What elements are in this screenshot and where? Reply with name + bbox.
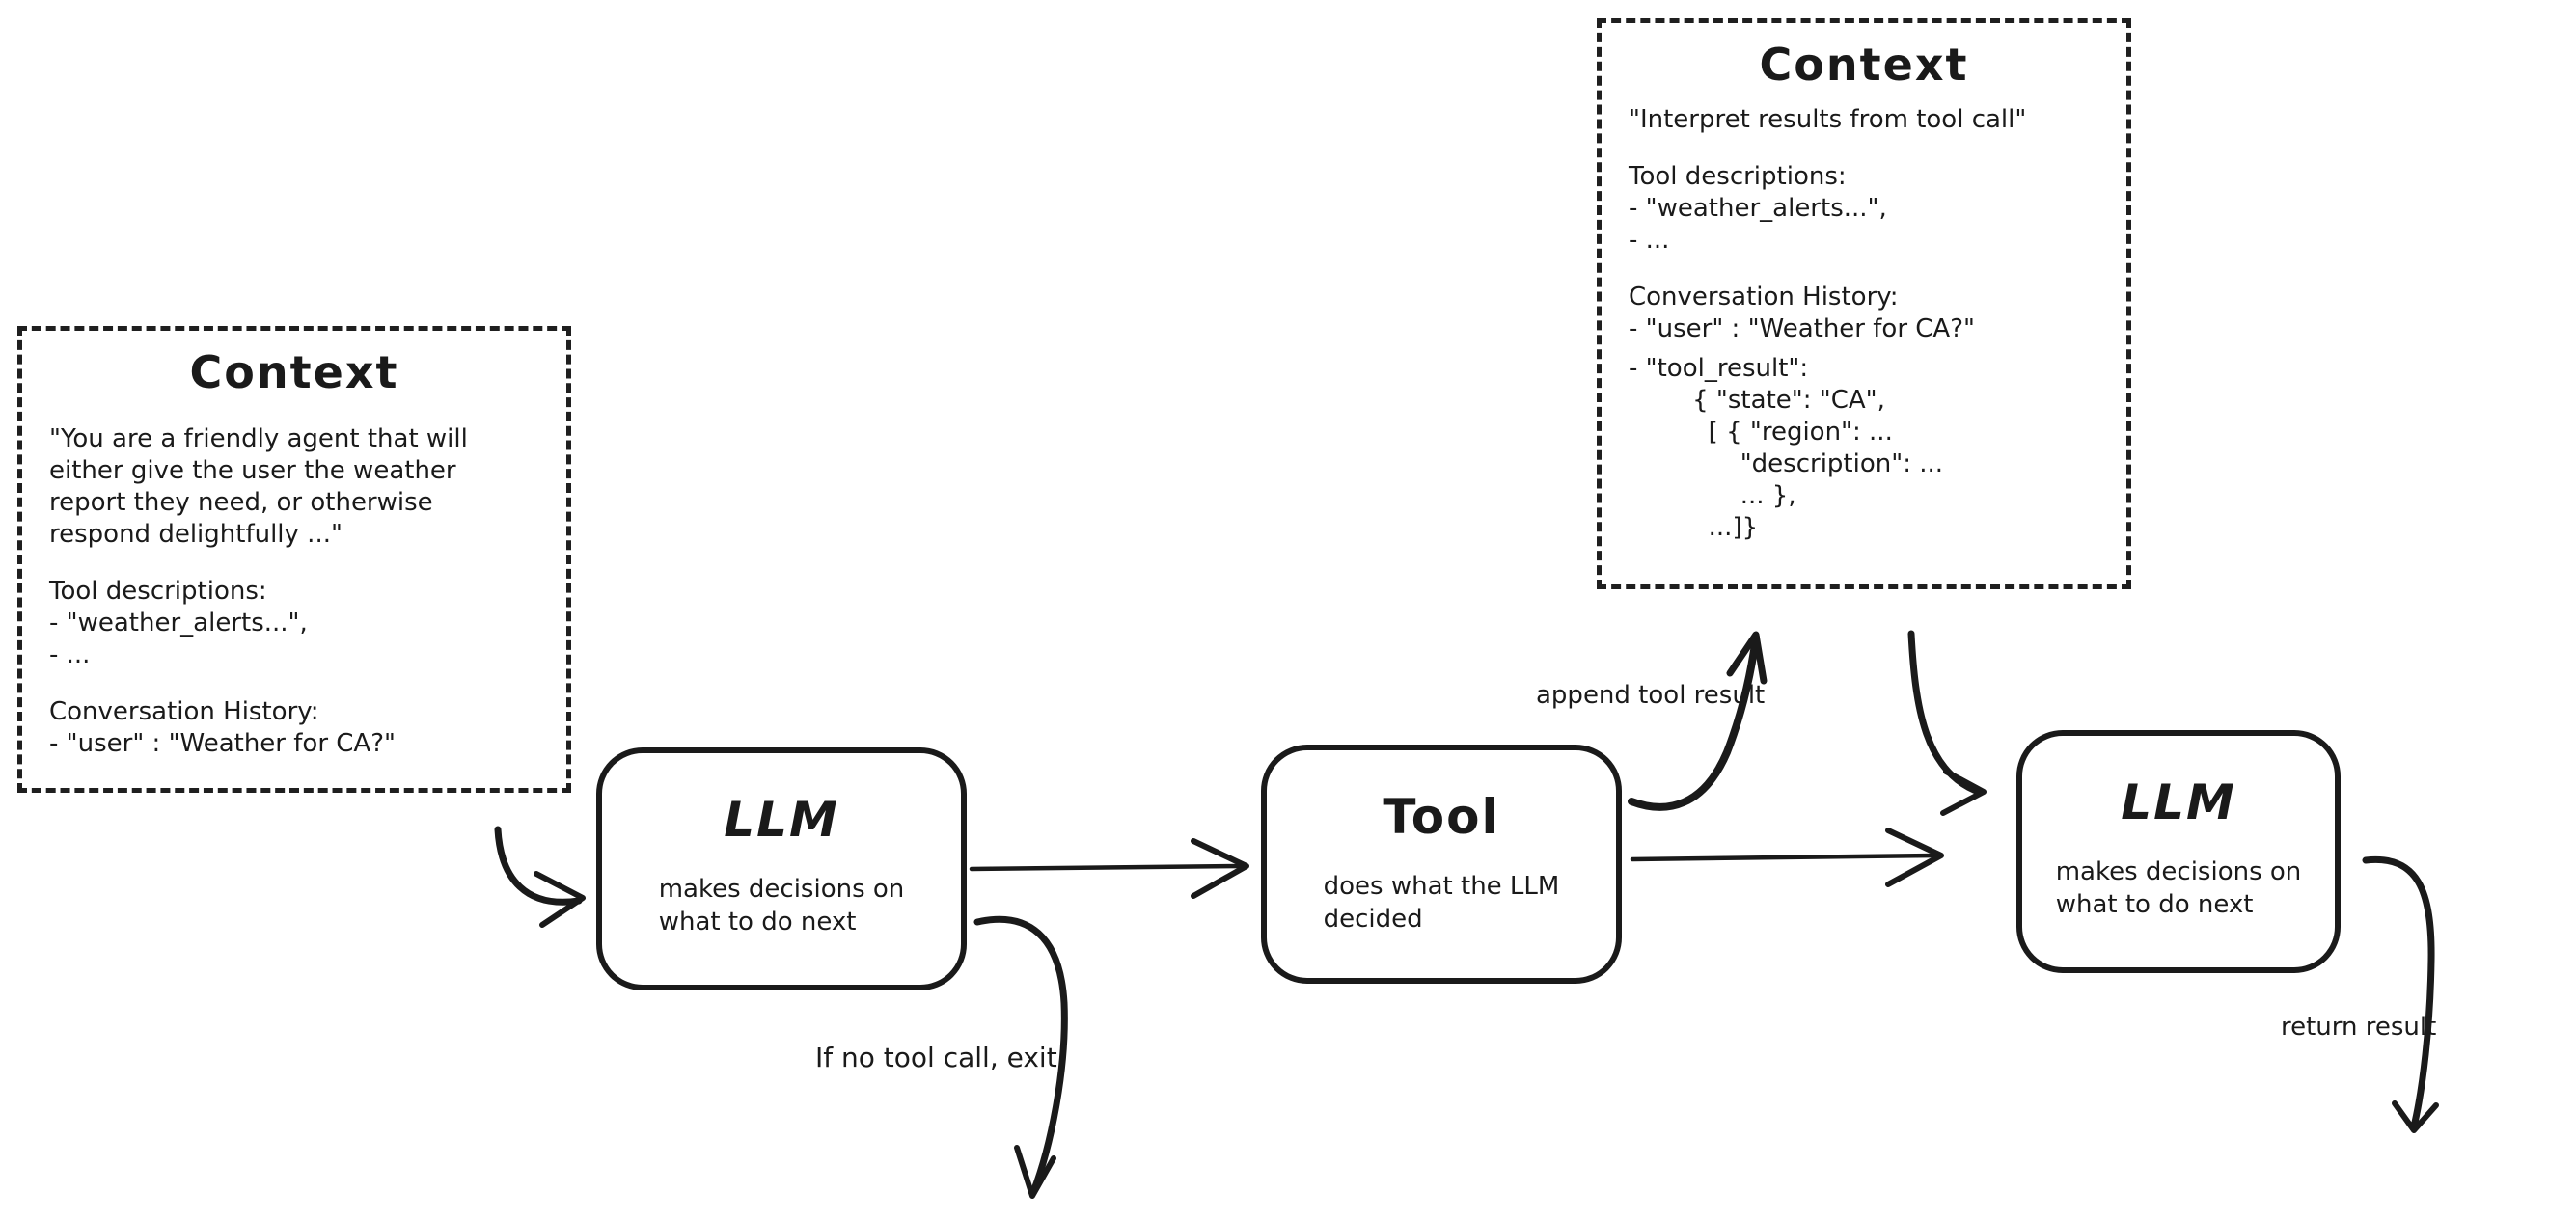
arrowhead-llm1-to-tool [1191,838,1249,899]
arrowhead-tool-to-context-right [1726,631,1768,685]
context-right-history-item: { "state": "CA", [1629,386,1885,415]
context-right-history-item: "description": ... [1629,449,1944,478]
arrow-llm1-exit [973,915,1068,1196]
tool-node-subtitle: does what the LLM decided [1323,872,1560,934]
arrowhead-context-right-to-llm2 [1940,769,1987,816]
context-right-instruction: "Interpret results from tool call" [1629,105,2027,134]
context-left-history-heading: Conversation History: [49,697,319,726]
arrow-tool-to-context-right [1628,634,1760,811]
llm-node-1: LLM makes decisions on what to do next [596,747,967,990]
context-left-tool-desc-item: - ... [49,640,91,669]
llm-node-1-title: LLM [724,792,839,848]
arrow-llm1-to-tool [969,863,1244,872]
context-right-box: Context "Interpret results from tool cal… [1597,18,2131,589]
context-left-title: Context [189,346,399,398]
if-no-tool-call-exit-label: If no tool call, exit [815,1042,1057,1073]
llm-node-1-subtitle: makes decisions on what to do next [658,875,905,936]
arrow-tool-to-llm2 [1630,853,1938,862]
context-right-history-item: ... }, [1629,481,1796,510]
context-right-history-item: ...]} [1629,513,1759,542]
context-left-box: Context "You are a friendly agent that w… [17,326,571,793]
context-right-tool-desc-item: - "weather_alerts...", [1629,194,1887,223]
arrow-context-left-to-llm1 [494,826,583,906]
arrow-llm2-return [2362,855,2435,1130]
tool-node-title: Tool [1383,789,1500,845]
arrowhead-tool-to-llm2 [1885,828,1944,887]
context-left-tool-desc-item: - "weather_alerts...", [49,609,308,638]
context-right-tool-desc-item: - ... [1629,226,1670,255]
tool-node: Tool does what the LLM decided [1261,745,1622,984]
arrowhead-llm2-return [2392,1100,2439,1133]
append-tool-result-label: append tool result [1536,681,1766,710]
context-left-system-prompt: "You are a friendly agent that will eith… [49,424,477,549]
arrowhead-llm1-exit [1014,1145,1056,1199]
llm-node-2-subtitle: makes decisions on what to do next [2055,857,2302,919]
llm-node-2: LLM makes decisions on what to do next [2016,730,2341,973]
context-right-history-item: [ { "region": ... [1629,418,1893,447]
context-right-tool-desc-heading: Tool descriptions: [1629,162,1847,191]
context-right-title: Context [1759,39,1969,91]
arrowhead-context-left-to-llm1 [534,871,586,928]
arrow-context-right-to-llm2 [1907,630,1980,795]
context-left-history-item: - "user" : "Weather for CA?" [49,729,396,758]
llm-node-2-title: LLM [2121,774,2236,830]
context-right-history-heading: Conversation History: [1629,283,1899,312]
context-left-tool-desc-heading: Tool descriptions: [49,577,267,606]
context-right-history-item: - "user" : "Weather for CA?" [1629,314,1975,343]
context-right-history-item: - "tool_result": [1629,354,1809,383]
return-result-label: return result [2281,1013,2437,1042]
